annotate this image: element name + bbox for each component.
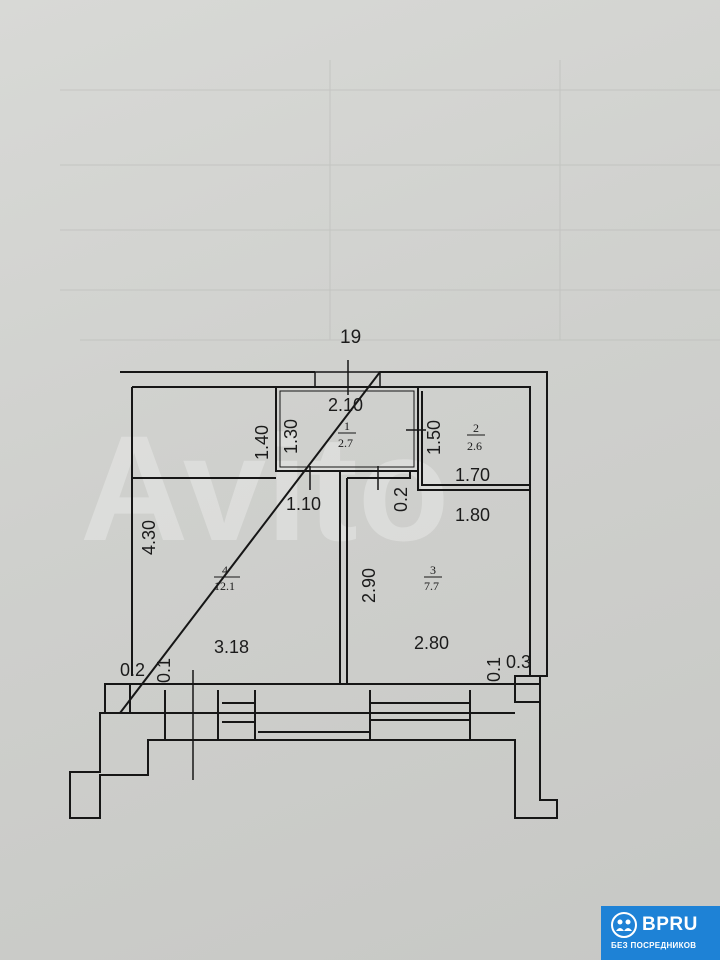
dim-partition: 0.2 [391,487,411,512]
svg-text:3: 3 [430,563,436,577]
partition-wall-vertical [339,471,348,684]
room-2-outline [417,387,530,491]
room-4-label: 4 12.1 [214,563,240,593]
badge-tagline: БЕЗ ПОСРЕДНИКОВ [611,941,697,950]
dim-room1-height: 1.30 [281,419,301,454]
svg-text:7.7: 7.7 [424,579,439,593]
balcony-window [164,690,471,740]
dim-corridor-width: 2.10 [328,395,363,415]
plan-title: 19 [340,327,361,348]
dim-right-pier-small: 0.1 [484,657,504,682]
left-column [104,683,131,714]
room-1-label: 1 2.7 [338,419,356,450]
bpru-badge[interactable]: BPRU БЕЗ ПОСРЕДНИКОВ [601,906,720,960]
dim-door-offset: 1.10 [286,494,321,514]
dim-right-pier: 0.3 [506,652,531,672]
dim-room4-width: 3.18 [214,637,249,657]
room-3-label: 3 7.7 [424,563,442,593]
svg-text:1: 1 [344,419,350,433]
svg-text:4: 4 [222,563,228,577]
partition-wall-horizontal [347,471,411,479]
dim-room1-outer-height: 1.40 [252,425,272,460]
svg-text:2: 2 [473,421,479,435]
dim-room3-height: 2.90 [359,568,379,603]
svg-text:12.1: 12.1 [214,579,235,593]
dim-room4-height: 4.30 [139,520,159,555]
dim-left-pier: 0.2 [120,660,145,680]
dim-room3-width: 2.80 [414,633,449,653]
room-2-label: 2 2.6 [467,421,485,453]
badge-brand: BPRU [642,914,698,935]
room-1-inner [279,390,415,468]
svg-text:2.6: 2.6 [467,439,482,453]
watermark-text: Avito [80,404,449,572]
dim-room2-width: 1.70 [455,465,490,485]
dim-room2-height: 1.50 [424,420,444,455]
right-column [514,675,541,703]
svg-text:2.7: 2.7 [338,436,353,450]
people-icon [611,912,637,938]
dim-room3-width-top: 1.80 [455,505,490,525]
faint-background-table [60,60,720,341]
dim-left-pier-small: 0.1 [154,658,174,683]
